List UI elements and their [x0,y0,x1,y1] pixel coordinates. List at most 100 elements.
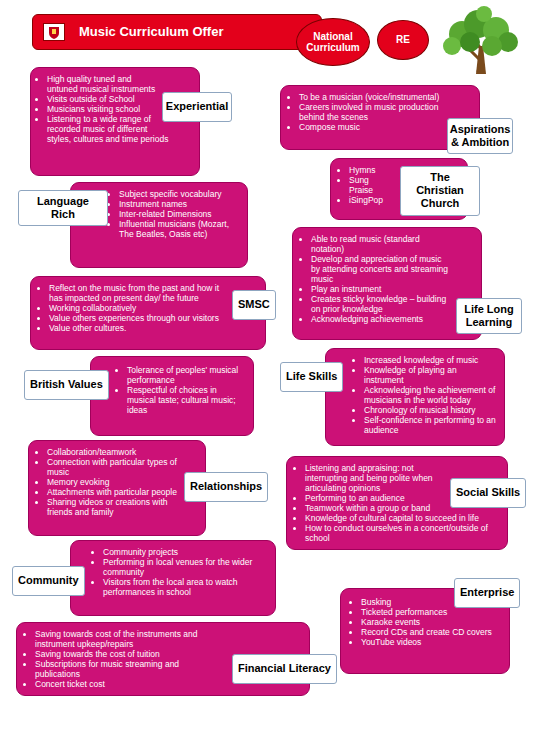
bullet-item: Subject specific vocabulary [119,189,239,199]
topic-label-text: Enterprise [460,586,514,599]
topic-label-text: British Values [30,378,103,391]
bullet-item: Saving towards the cost of tuition [35,649,209,659]
bullet-item: Acknowledging the achievement of musicia… [364,385,498,405]
bullet-item: Knowledge of playing an instrument [364,365,498,385]
bullet-item: Subscriptions for music streaming and pu… [35,659,209,679]
bullet-item: YouTube videos [361,637,503,647]
text-block: Community [18,574,79,587]
bullet-item: Sung Praise [349,175,395,195]
text-block: Music Curriculum Offer [79,24,223,40]
bullet-item: Acknowledging achievements [311,314,451,324]
topic-label: Life Skills [280,362,343,392]
title-box-text: Music Curriculum Offer [79,24,223,40]
topic-label: SMSC [232,290,276,320]
bullet-item: Working collaboratively [49,303,259,313]
bullet-item: Chronology of musical history [364,405,498,415]
bullet-item: Attachments with particular people [47,487,179,497]
topic-label-text: Community [18,574,79,587]
topic-label: British Values [24,370,109,400]
bullet-item: Tolerance of peoples' musical performanc… [127,365,245,385]
topic-label: Experiential [162,92,232,122]
bullet-list: HymnsSung PraiseiSingPop [339,165,395,205]
bullet-item: Collaboration/teamwork [47,447,179,457]
bullet-item: Reflect on the music from the past and h… [49,283,259,303]
text-block: SMSC [238,298,270,311]
text-block: Language Rich [24,195,102,221]
topic-label: Life Long Learning [456,298,522,334]
oval-badge-text: RE [396,34,410,46]
bullet-item: Creates sticky knowledge – building on p… [311,294,451,314]
topic-label: Community [12,566,85,596]
oval-badge: RE [377,20,429,60]
bullet-item: How to conduct ourselves in a concert/ou… [305,523,501,543]
bullet-item: Play an instrument [311,284,451,294]
text-block: Relationships [190,480,262,493]
bullet-item: Value others experiences through our vis… [49,313,259,323]
bullet-item: Compose music [299,122,443,132]
topic-label-text: Experiential [166,100,228,113]
bullet-item: Respectful of choices in musical taste; … [127,385,245,415]
text-block: RE [396,34,410,46]
topic-label: Enterprise [454,578,520,608]
text-block: Life Skills [286,370,337,383]
bullet-item: Connection with particular types of musi… [47,457,179,477]
topic-label: Social Skills [450,478,526,508]
bullet-list: Community projectsPerforming in local ve… [93,547,267,597]
text-block: Experiential [166,100,228,113]
text-block: Social Skills [456,486,520,499]
topic-box: Tolerance of peoples' musical performanc… [90,356,254,436]
topic-label-text: Relationships [190,480,262,493]
topic-label-text: Aspirations & Ambition [450,123,511,149]
topic-label-text: Language Rich [24,195,102,221]
bullet-list: Increased knowledge of musicKnowledge of… [354,355,498,435]
bullet-item: Community projects [103,547,267,557]
bullet-list: Tolerance of peoples' musical performanc… [117,365,245,415]
text-block: Financial Literacy [238,662,331,675]
tree-picture [443,6,518,74]
bullet-item: Sharing videos or creations with friends… [47,497,179,517]
bullet-item: Value other cultures. [49,323,259,333]
topic-label: Financial Literacy [232,654,337,684]
topic-label-text: SMSC [238,298,270,311]
bullet-list: Subject specific vocabularyInstrument na… [109,189,239,239]
bullet-item: Karaoke events [361,617,503,627]
topic-label-text: Life Skills [286,370,337,383]
topic-label-text: Financial Literacy [238,662,331,675]
bullet-item: Develop and appreciation of music by att… [311,254,451,284]
school-crest [43,23,65,41]
text-block: British Values [30,378,103,391]
bullet-item: Self-confidence in performing to an audi… [364,415,498,435]
topic-label: Relationships [184,472,268,502]
bullet-item: Saving towards cost of the instruments a… [35,629,209,649]
bullet-list: Reflect on the music from the past and h… [39,283,259,333]
bullet-item: Influential musicians (Mozart, The Beatl… [119,219,239,239]
text-block: The Christian Church [406,171,474,211]
bullet-item: Able to read music (standard notation) [311,234,451,254]
topic-label: Language Rich [18,190,108,226]
bullet-item: Record CDs and create CD covers [361,627,503,637]
bullet-item: Visitors from the local area to watch pe… [103,577,267,597]
bullet-item: iSingPop [349,195,395,205]
bullet-item: Increased knowledge of music [364,355,498,365]
bullet-item: Performing in local venues for the wider… [103,557,267,577]
topic-box: Able to read music (standard notation)De… [292,227,482,340]
text-block: Aspirations & Ambition [450,123,511,149]
topic-box: Reflect on the music from the past and h… [30,276,266,350]
topic-box: Increased knowledge of musicKnowledge of… [325,348,505,446]
bullet-item: Knowledge of cultural capital to succeed… [305,513,501,523]
bullet-item: Concert ticket cost [35,679,209,689]
text-block: National Curriculum [303,31,363,54]
topic-label-text: The Christian Church [406,171,474,211]
topic-label-text: Social Skills [456,486,520,499]
bullet-item: Careers involved in music production beh… [299,102,443,122]
oval-badge-text: National Curriculum [303,31,363,54]
bullet-list: To be a musician (voice/instrumental)Car… [289,92,443,132]
text-block: Enterprise [460,586,514,599]
bullet-list: Collaboration/teamworkConnection with pa… [37,447,179,517]
title-box: Music Curriculum Offer [32,14,322,50]
bullet-item: Inter-related Dimensions [119,209,239,219]
bullet-item: Ticketed performances [361,607,503,617]
bullet-list: Saving towards cost of the instruments a… [25,629,209,689]
oval-badge: National Curriculum [296,18,370,66]
